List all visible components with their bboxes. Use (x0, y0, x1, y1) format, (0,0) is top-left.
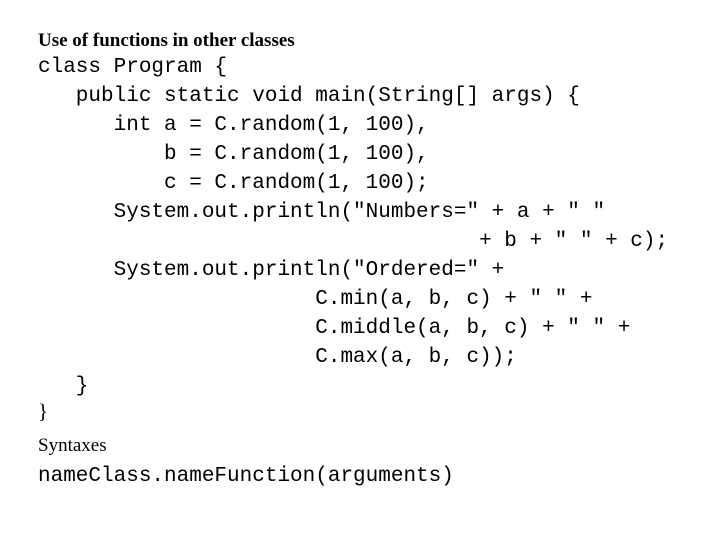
code-line: } (38, 375, 89, 398)
closing-brace: } (38, 399, 49, 423)
code-line: System.out.println("Numbers=" + a + " " (38, 201, 606, 224)
code-line: C.min(a, b, c) + " " + (38, 288, 593, 311)
code-line: b = C.random(1, 100), (38, 143, 429, 166)
code-line: C.max(a, b, c)); (38, 346, 517, 369)
syntaxes-heading: Syntaxes (38, 435, 107, 456)
code-line: public static void main(String[] args) { (38, 85, 580, 108)
syntax-signature: nameClass.nameFunction(arguments) (38, 465, 454, 488)
code-line: int a = C.random(1, 100), (38, 114, 429, 137)
code-block: class Program { public static void main(… (38, 53, 720, 401)
code-line: System.out.println("Ordered=" + (38, 259, 505, 282)
code-line: class Program { (38, 56, 228, 79)
code-line: C.middle(a, b, c) + " " + (38, 317, 631, 340)
code-line: + b + " " + c); (38, 230, 669, 253)
code-line: c = C.random(1, 100); (38, 172, 429, 195)
page-title: Use of functions in other classes (38, 30, 295, 51)
